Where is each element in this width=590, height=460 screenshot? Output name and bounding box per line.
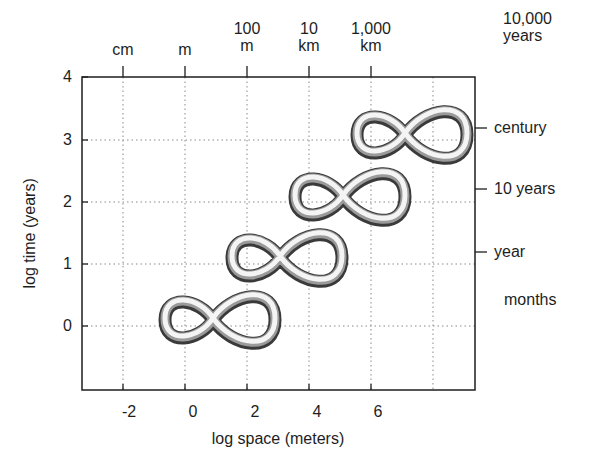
tick — [184, 66, 185, 77]
tick-label: 0 — [63, 318, 72, 335]
grid-line — [123, 77, 124, 390]
tick — [308, 384, 309, 390]
tick — [475, 127, 487, 128]
tick — [82, 325, 88, 326]
tick — [122, 66, 123, 77]
time-unit: 10 years — [494, 181, 555, 198]
ribbon-loop — [165, 295, 275, 344]
tick-label: 4 — [63, 69, 72, 86]
tick — [122, 384, 123, 390]
ribbon-shade — [232, 234, 342, 281]
ribbon-face — [357, 110, 467, 157]
ribbon-face — [295, 172, 405, 219]
tick — [184, 384, 185, 390]
grid-line — [371, 77, 372, 390]
tick — [82, 201, 88, 202]
scale-unit: cm — [112, 42, 133, 59]
time-unit: months — [504, 292, 556, 309]
grid-lines — [82, 77, 475, 390]
ribbon-shade — [295, 173, 405, 220]
tick-label: 4 — [313, 404, 322, 421]
tick — [82, 263, 88, 264]
tick — [475, 251, 487, 252]
ribbon-loop — [357, 110, 467, 159]
scale-unit: 1,000 km — [351, 21, 391, 55]
ribbon-face — [232, 233, 342, 280]
tick-label: 0 — [189, 404, 198, 421]
ribbon-loop — [232, 233, 342, 282]
ribbon-loop — [295, 172, 405, 221]
scale-unit: m — [178, 42, 191, 59]
tick-label: 1 — [63, 256, 72, 273]
axis-title: log space (meters) — [212, 431, 345, 448]
tick-label: 6 — [374, 404, 383, 421]
ribbon-shade — [357, 111, 467, 158]
scale-unit: 10 km — [298, 21, 319, 55]
tick-label: 3 — [63, 132, 72, 149]
ribbon-face — [165, 295, 275, 342]
tick-label: 2 — [251, 404, 260, 421]
tick — [82, 76, 88, 77]
axis-ticks — [82, 66, 487, 390]
plot-frame — [82, 77, 475, 390]
scale-unit: 100 m — [234, 21, 261, 55]
tick-label: -2 — [122, 404, 136, 421]
tick-label: 2 — [63, 194, 72, 211]
axis-title: log time (years) — [22, 178, 39, 288]
time-unit: year — [494, 244, 525, 261]
tick — [370, 384, 371, 390]
tick — [246, 384, 247, 390]
tick — [475, 188, 487, 189]
tick — [370, 66, 371, 77]
grid-line — [82, 202, 475, 203]
time-unit: 10,000 years — [503, 11, 552, 45]
ribbon-shade — [165, 296, 275, 343]
tick — [308, 66, 309, 77]
tick — [246, 66, 247, 77]
tick — [82, 139, 88, 140]
grid-line — [433, 77, 434, 390]
time-unit: century — [494, 120, 546, 137]
